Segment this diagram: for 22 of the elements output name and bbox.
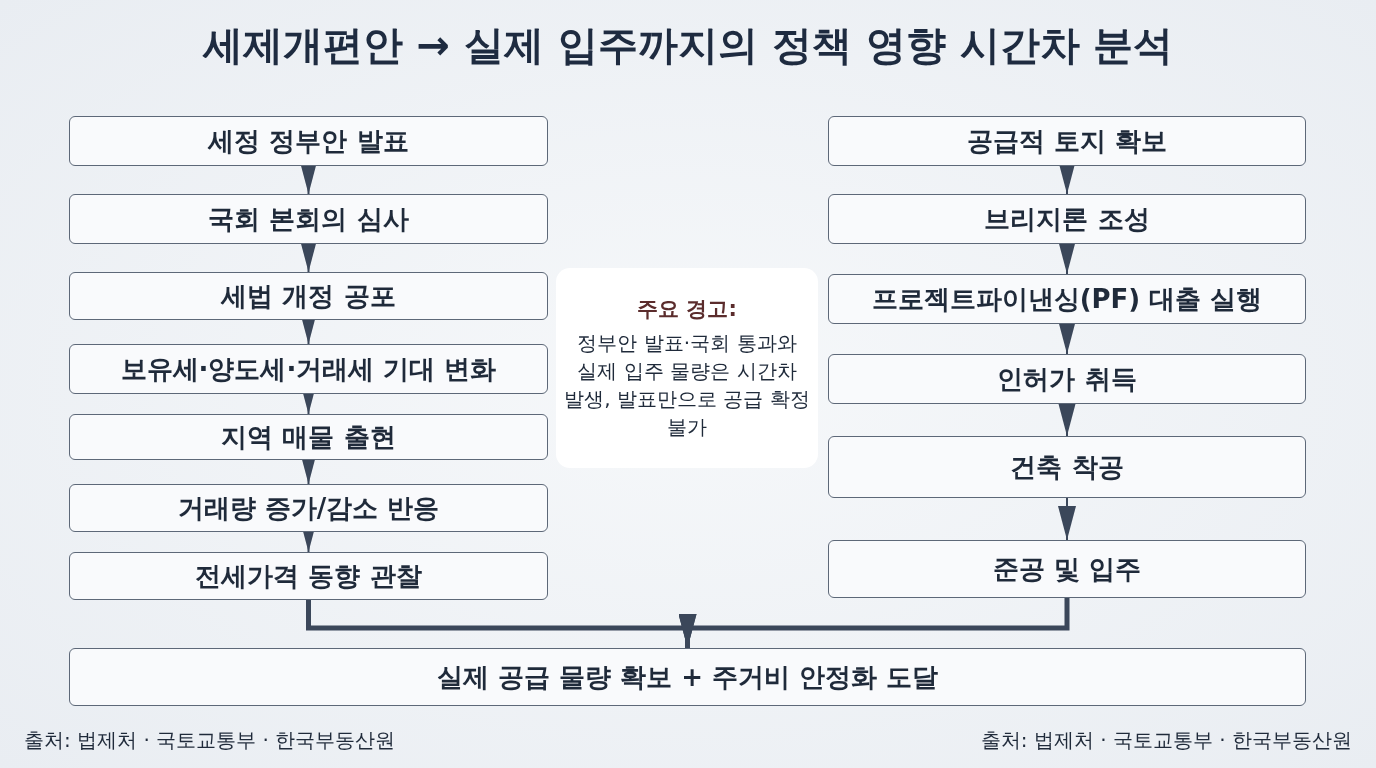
arrow xyxy=(678,598,1070,648)
process-box: 국회 본회의 심사 xyxy=(69,194,548,244)
arrow xyxy=(1058,497,1076,541)
process-box: 세법 개정 공포 xyxy=(69,272,548,320)
process-box: 보유세·양도세·거래세 기대 변화 xyxy=(69,344,548,394)
title: 세제개편안 → 실제 입주까지의 정책 영향 시간차 분석 xyxy=(201,21,1175,70)
process-box: 세정 정부안 발표 xyxy=(69,116,548,166)
process-box: 전세가격 동향 관찰 xyxy=(69,552,548,600)
process-box: 거래량 증가/감소 반응 xyxy=(69,484,548,532)
process-box: 프로젝트파이낸싱(PF) 대출 실행 xyxy=(828,274,1306,324)
process-box: 브리지론 조성 xyxy=(828,194,1306,244)
source-note: 출처: 법제처 · 국토교통부 · 한국부동산원 xyxy=(980,727,1352,754)
process-box: 건축 착공 xyxy=(828,436,1306,498)
callout-text: 정부안 발표·국회 통과와 실제 입주 물량은 시간차 발생, 발표만으로 공급 확정 불가 xyxy=(564,329,810,441)
process-box: 준공 및 입주 xyxy=(828,540,1306,598)
process-box: 지역 매물 출현 xyxy=(69,414,548,460)
arrow xyxy=(1058,402,1076,437)
source-note: 출처: 법제처 · 국토교통부 · 한국부동산원 xyxy=(24,727,396,754)
callout-heading: 주요 경고: xyxy=(637,296,737,324)
process-box: 인허가 취득 xyxy=(828,354,1306,404)
process-box: 실제 공급 물량 확보 + 주거비 안정화 도달 xyxy=(69,648,1306,706)
process-box: 공급적 토지 확보 xyxy=(828,116,1306,166)
